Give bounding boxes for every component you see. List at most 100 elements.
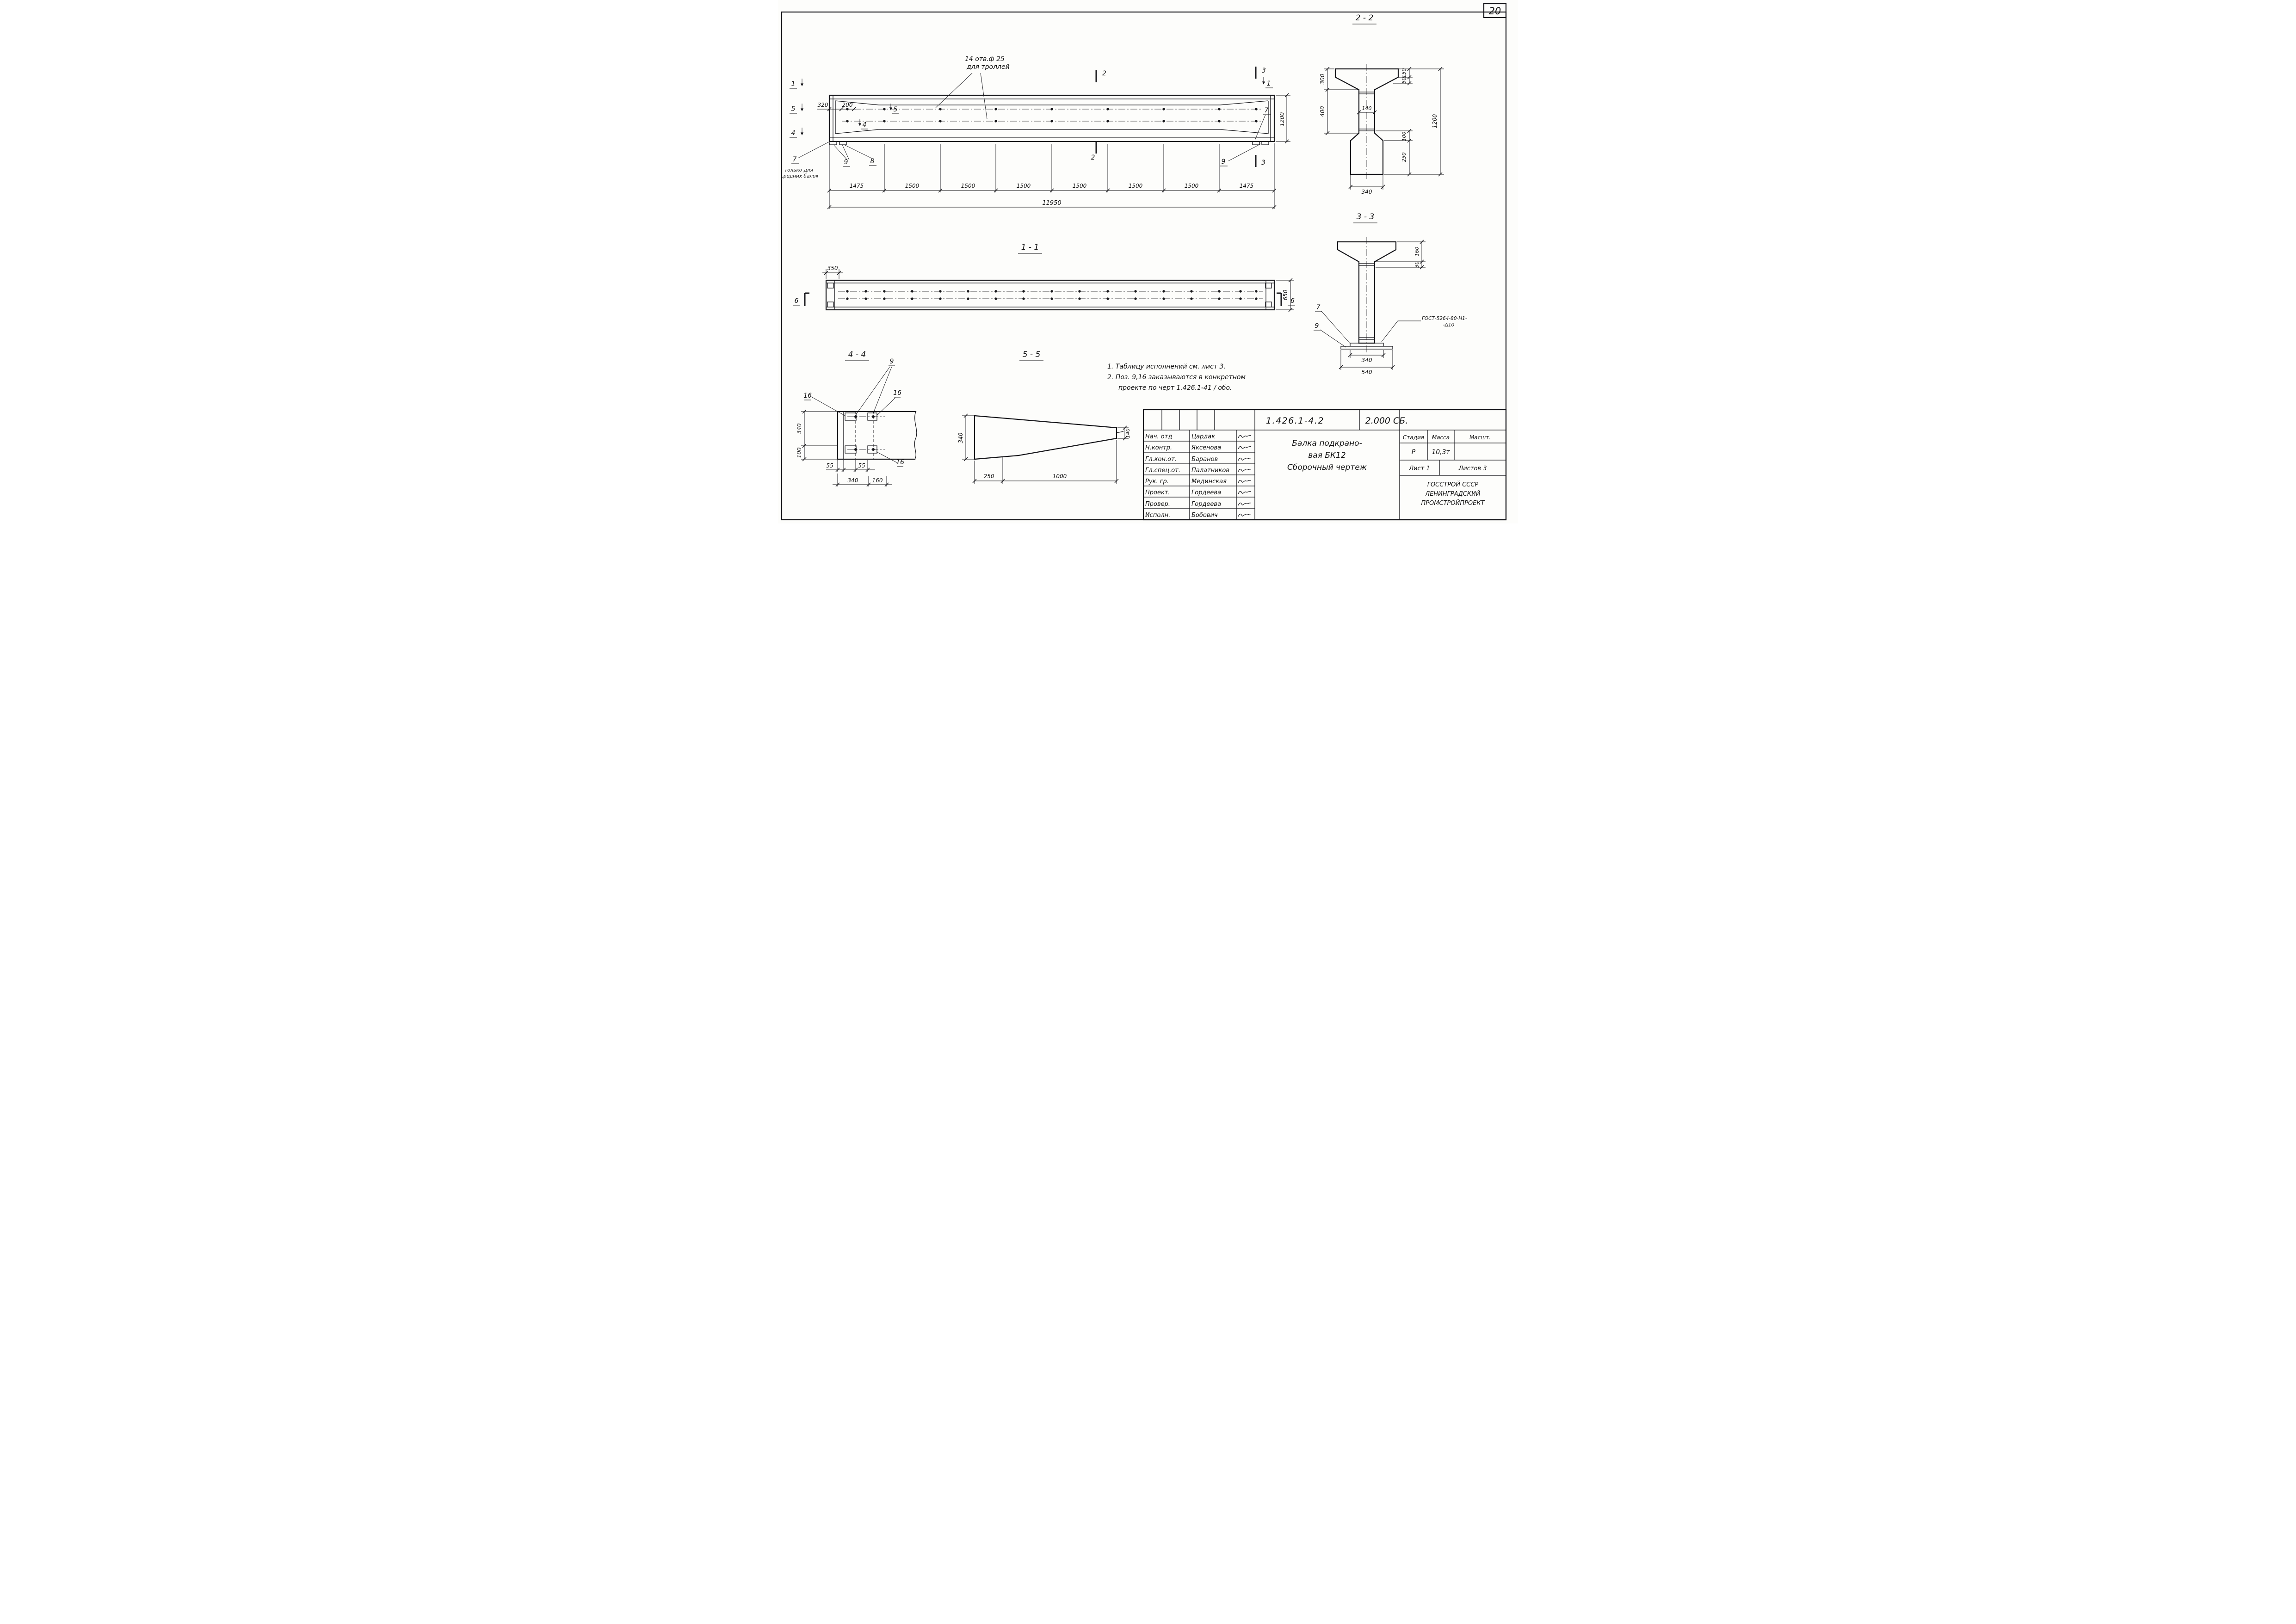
dim-300-label: 300 bbox=[1319, 74, 1326, 84]
section-3-3-dim-340-ticks bbox=[1348, 353, 1386, 357]
dim-340e-label: 340 bbox=[957, 432, 964, 443]
dim-label: 1500 bbox=[1017, 183, 1031, 189]
staff-name: Цардак bbox=[1191, 433, 1215, 440]
sheet-number-frame bbox=[1483, 3, 1507, 18]
view-4-4-dim-bottom2-ticks bbox=[835, 482, 889, 487]
holes-callout-line2: для троллей bbox=[966, 63, 1010, 71]
sheets-cell: Листов 3 bbox=[1458, 465, 1487, 472]
dim-label: 1500 bbox=[1073, 183, 1087, 189]
dim-1200-label: 1200 bbox=[1432, 114, 1438, 128]
view-4-4-title: 4 - 4 bbox=[848, 350, 866, 359]
marker-7-section: 7 bbox=[1316, 304, 1321, 311]
section-3-3-dim-340 bbox=[1350, 350, 1384, 358]
staff-role: Нач. отд bbox=[1145, 433, 1172, 440]
dim-160b-label: 160 bbox=[872, 477, 883, 484]
marker-1-right: 1 bbox=[1267, 80, 1271, 87]
dim-340-label: 340 bbox=[1362, 189, 1372, 195]
plan-section-6-marks bbox=[804, 292, 1282, 306]
beam-cavity bbox=[835, 100, 1269, 134]
view-4-4-outline bbox=[837, 411, 917, 460]
section-2-2-outline bbox=[1334, 68, 1399, 175]
dim-100-label: 100 bbox=[1401, 132, 1407, 141]
staff-name: Баранов bbox=[1191, 456, 1218, 463]
dim-250-label: 250 bbox=[984, 473, 994, 480]
plan-dim-650 bbox=[1276, 280, 1294, 310]
note-middle-beams-2: средних балок bbox=[781, 173, 819, 179]
view-5-5-dim-bottom-ticks bbox=[972, 479, 1119, 483]
section-3-3: 3 - 3 160 30 7 9 ГОСТ-5264-80-Н1- -Δ10 3… bbox=[1314, 212, 1467, 375]
dim-150-label: 150 bbox=[1401, 68, 1407, 78]
view-elevation: 1475 1500 1500 1500 1500 1500 1500 1475 … bbox=[781, 55, 1290, 209]
doc-code: 2.000 СБ. bbox=[1365, 416, 1408, 426]
marker-16-c: 16 bbox=[896, 459, 904, 466]
staff-role: Рук. гр. bbox=[1145, 478, 1169, 485]
marker-9-detail: 9 bbox=[890, 358, 894, 365]
marker-7-left: 7 bbox=[793, 156, 797, 163]
marker-5: 5 bbox=[791, 105, 796, 113]
holes-callout-leaders bbox=[935, 73, 988, 119]
dim-140-label: 140 bbox=[1362, 105, 1372, 111]
staff-role: Проект. bbox=[1145, 489, 1170, 496]
dim-340c-label: 340 bbox=[796, 423, 802, 434]
dim-30-label: 30 bbox=[1414, 261, 1420, 268]
dim-50-label: 50 bbox=[1401, 77, 1407, 84]
view-1-1-title: 1 - 1 bbox=[1021, 243, 1039, 252]
section-3-3-dim-right-ticks bbox=[1420, 240, 1424, 270]
drawing-sheet: 20 1475 1500 1500 1500 1500 1500 1500 14… bbox=[778, 0, 1518, 523]
staff-name: Бобович bbox=[1191, 512, 1218, 519]
view-5-5-dim-340-ticks bbox=[963, 413, 968, 461]
view-5-5-tip-mark bbox=[1116, 431, 1124, 433]
section-3-3-dim-540 bbox=[1340, 350, 1393, 370]
staff-role: Гл.спец.от. bbox=[1145, 467, 1180, 474]
mass-value: 10,3т bbox=[1432, 449, 1450, 456]
marker-7-right: 7 bbox=[1265, 107, 1269, 114]
staff-role: Н.контр. bbox=[1145, 444, 1172, 451]
section-2-2-dim-140-ticks bbox=[1357, 110, 1377, 115]
dim-label: 1500 bbox=[905, 183, 920, 189]
dim-350-label: 350 bbox=[827, 265, 838, 271]
section-2-2-dim-right-lines bbox=[1376, 68, 1444, 175]
org-line3: ПРОМСТРОЙПРОЕКТ bbox=[1421, 499, 1485, 507]
marker-9-section: 9 bbox=[1315, 322, 1319, 330]
dim-250-label: 250 bbox=[1401, 153, 1407, 162]
note-middle-beams-1: только для bbox=[784, 167, 813, 173]
org-line1: ГОССТРОЙ СССР bbox=[1427, 481, 1479, 488]
staff-name: Гордеева bbox=[1191, 489, 1221, 496]
section-3-3-weld-bands bbox=[1359, 263, 1375, 340]
staff-role: Исполн. bbox=[1145, 512, 1170, 519]
marker-underlines bbox=[790, 87, 1273, 167]
marker-2-top: 2 bbox=[1102, 70, 1106, 77]
title-block-grid bbox=[1143, 410, 1506, 520]
view-5-5: 5 - 5 340 140 250 1000 bbox=[957, 350, 1131, 484]
note-line-2: 2. Поз. 9,16 заказываются в конкретном bbox=[1107, 374, 1246, 381]
dim-340d-label: 340 bbox=[848, 477, 858, 484]
staff-role: Провер. bbox=[1145, 501, 1170, 508]
section-3-3-marker-underlines bbox=[1314, 311, 1322, 331]
sheet-number-box: 20 bbox=[1483, 3, 1507, 18]
trolley-holes bbox=[846, 108, 1258, 123]
view-4-4-leaders bbox=[811, 366, 899, 464]
org-line2: ЛЕНИНГРАДСКИЙ bbox=[1425, 490, 1480, 498]
dim-label: 1500 bbox=[961, 183, 975, 189]
view-4-4-dim-bottom1-ticks bbox=[835, 468, 870, 472]
staff-name: Мединская bbox=[1191, 478, 1227, 485]
hole-centerlines bbox=[842, 109, 1262, 122]
view-4-4-clamp-plates bbox=[845, 412, 877, 454]
section-2-2-dim-bottom-ticks bbox=[1348, 185, 1385, 189]
dim-160-label: 160 bbox=[1414, 247, 1420, 257]
dim-320-ticks bbox=[827, 107, 856, 111]
note-line-1: 1. Таблицу исполнений см. лист 3. bbox=[1107, 363, 1226, 370]
dim-ticks bbox=[827, 188, 1277, 209]
dim-55b-label: 55 bbox=[858, 462, 865, 469]
plan-dim-650-ticks bbox=[1288, 278, 1293, 312]
marker-1: 1 bbox=[791, 80, 796, 88]
marker-8: 8 bbox=[870, 158, 875, 165]
view-4-4-bolt-centerlines bbox=[847, 416, 885, 450]
dim-100b-label: 100 bbox=[796, 447, 802, 458]
marker-3-top: 3 bbox=[1262, 67, 1266, 74]
view-5-5-dim-340 bbox=[962, 415, 975, 460]
view-5-5-dim-bottom bbox=[974, 440, 1117, 484]
section-2-2-dim-left-ticks bbox=[1325, 67, 1330, 135]
marker-6-right: 6 bbox=[1290, 297, 1295, 305]
dim-140b-label: 140 bbox=[1125, 429, 1131, 438]
